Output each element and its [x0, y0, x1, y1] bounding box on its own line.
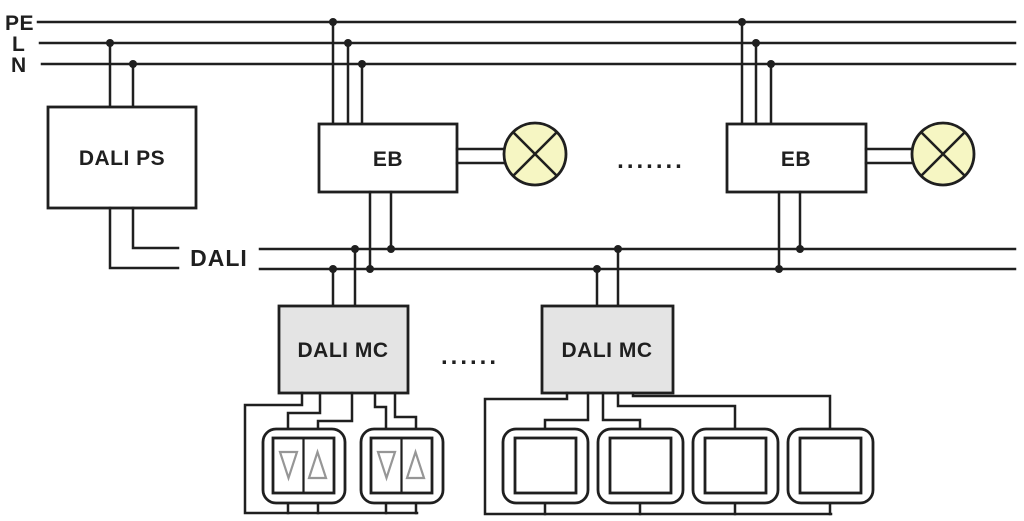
lamp-cross: [512, 131, 558, 177]
dali-mc1-label: DALI MC: [298, 339, 389, 362]
ballast-row-ellipsis: .......: [617, 147, 685, 174]
junction-dot: [387, 245, 395, 253]
dali-ps-label: DALI PS: [79, 147, 165, 170]
junction-dot: [796, 245, 804, 253]
switch-face: [608, 436, 673, 495]
junction-dot: [752, 39, 760, 47]
dali-mc1-box: [277, 304, 410, 395]
junction-dot: [329, 265, 337, 273]
mc2-switch-return-stubs: [543, 501, 832, 516]
junction-dot: [366, 265, 374, 273]
mc2-common-loop-wire: [483, 391, 833, 516]
junction-dot: [775, 265, 783, 273]
mc1-common-loop-wire: [243, 391, 419, 515]
controller-1: DALI MC: [243, 245, 445, 515]
switch-face: [798, 436, 863, 495]
switch-face: [513, 436, 578, 495]
mc1-wire-sw2-left: [373, 391, 388, 431]
mc1-switch-return-stubs: [286, 501, 418, 515]
switch-face: [703, 436, 768, 495]
junction-dot: [358, 60, 366, 68]
junction-dot: [767, 60, 775, 68]
pe-bus-label: PE: [5, 12, 34, 35]
n-bus-label: N: [11, 54, 27, 77]
lamp-icon: [910, 121, 976, 187]
lamp-cross: [920, 131, 966, 177]
rocker-switch-1: [261, 427, 347, 505]
l-bus-label: L: [12, 33, 25, 56]
eb2-box: [725, 122, 868, 194]
arrow-down-icon: [376, 450, 397, 482]
junction-dot: [129, 60, 137, 68]
ballast-2: EB: [725, 18, 976, 273]
ballast-1: EB: [317, 18, 568, 273]
dali-ps-box: [46, 105, 198, 210]
push-button-switch-3: [691, 427, 780, 505]
push-button-switch-4: [786, 427, 875, 505]
dali-mc2-label: DALI MC: [562, 339, 653, 362]
eb1-box: [317, 122, 459, 194]
mc2-wire-sw4: [631, 391, 832, 431]
junction-dot: [329, 18, 337, 26]
junction-dot: [344, 39, 352, 47]
push-button-switch-1: [501, 427, 590, 505]
dali-mc2-box: [540, 304, 675, 395]
dali-power-supply: DALI PS: [46, 39, 198, 270]
rocker-switch-2: [359, 427, 445, 505]
ps-dali-out-bottom: [108, 206, 180, 270]
controller-row-ellipsis: ......: [441, 343, 499, 370]
controller-2: DALI MC: [483, 245, 875, 516]
mc2-wire-sw3: [616, 391, 737, 431]
mc1-wire-sw2-right: [393, 391, 418, 431]
dali-bus: DALI: [190, 245, 1017, 271]
arrow-up-icon: [405, 448, 426, 480]
junction-dot: [738, 18, 746, 26]
arrow-down-icon: [278, 450, 299, 482]
eb1-label: EB: [373, 148, 403, 171]
eb2-label: EB: [781, 148, 811, 171]
junction-dot: [106, 39, 114, 47]
junction-dot: [351, 245, 359, 253]
mc2-wire-sw1: [543, 391, 590, 431]
mains-bus: PE L N: [5, 12, 1017, 77]
junction-dot: [614, 245, 622, 253]
dali-bus-label: DALI: [190, 245, 248, 271]
push-button-switch-2: [596, 427, 685, 505]
junction-dot: [593, 265, 601, 273]
arrow-up-icon: [307, 448, 328, 480]
lamp-icon: [502, 121, 568, 187]
mc2-wire-sw2: [601, 391, 642, 431]
ps-dali-out-top: [131, 206, 180, 250]
mc1-wire-sw1-right: [316, 391, 354, 431]
mc1-wire-sw1-left: [286, 391, 322, 431]
